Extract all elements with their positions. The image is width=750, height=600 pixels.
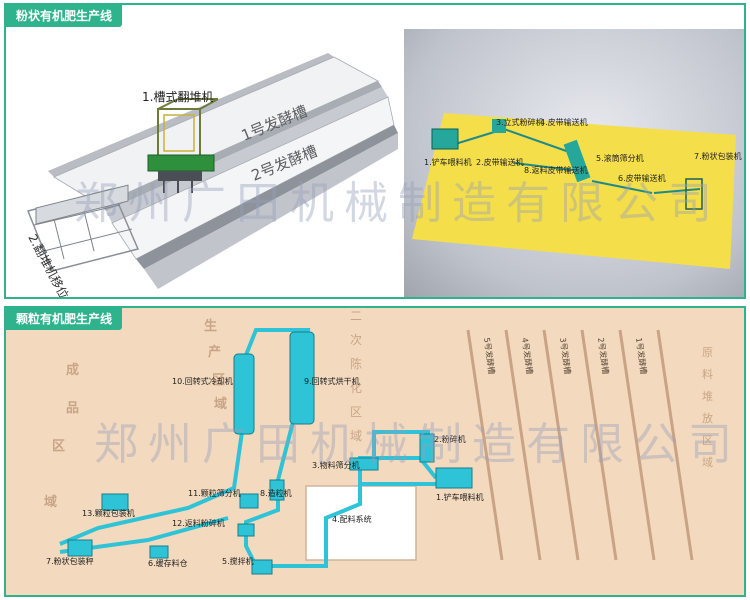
rotary-cooler	[233, 353, 255, 435]
mixer	[251, 559, 273, 575]
label-turner: 1.槽式翻堆机	[142, 90, 213, 104]
zone-secondary-label: 二 次 陈 化 区 域	[350, 309, 362, 443]
svg-text:化: 化	[350, 381, 362, 395]
conveyor-lines	[451, 128, 701, 194]
label-transfer-cart: 2.翻堆机移位车	[25, 231, 77, 297]
label-b4: 4.配料系统	[332, 514, 372, 524]
label-r6: 6.皮带输送机	[618, 173, 666, 183]
tank-label-4: 4号发酵槽	[520, 337, 535, 375]
svg-text:陈: 陈	[350, 356, 362, 371]
granule-packer	[101, 493, 129, 511]
label-b10: 10.回转式冷却机	[172, 376, 233, 386]
label-r2: 2.皮带输送机	[476, 157, 524, 167]
svg-text:品: 品	[66, 401, 79, 416]
label-b11: 11.颗粒筛分机	[188, 488, 241, 498]
trough-turner-machine	[147, 98, 219, 193]
label-r8: 8.返料皮带输送机	[524, 165, 588, 175]
label-b7: 7.粉状包装秤	[46, 556, 94, 566]
label-b12: 12.返料粉碎机	[172, 518, 225, 528]
svg-text:料: 料	[702, 367, 713, 381]
svg-text:区: 区	[52, 439, 65, 454]
drum-screen-machine	[563, 139, 591, 183]
svg-text:区: 区	[702, 434, 713, 447]
label-r7: 7.粉状包装机	[694, 151, 742, 161]
powder-line-svg: 3.立式粉碎机 4.皮带输送机 1.铲车喂料机 2.皮带输送机 8.返料皮带输送…	[412, 113, 742, 269]
rotary-dryer	[289, 331, 315, 425]
buffer-silo	[149, 545, 169, 559]
loader-feeder-machine	[431, 128, 459, 150]
tank-wall-front-face	[144, 133, 398, 289]
label-b5: 5.搅拌机	[222, 556, 254, 566]
tank-wall-middle-side	[106, 87, 388, 223]
svg-text:放: 放	[702, 411, 713, 425]
label-b2: 2.粉碎机	[434, 434, 466, 444]
granule-screener	[239, 493, 259, 509]
label-r5: 5.滚筒筛分机	[596, 153, 644, 163]
granular-line-panel: 颗粒有机肥生产线 成 品 区 域 生 产 区 域 二 次 陈 化 区 域	[4, 306, 746, 597]
powder-line-panel: 粉状有机肥生产线	[4, 3, 746, 299]
tank-label-2: 2号发酵槽	[596, 337, 611, 375]
label-b13: 13.颗粒包装机	[82, 508, 135, 518]
powder-line-render: 3.立式粉碎机 4.皮带输送机 1.铲车喂料机 2.皮带输送机 8.返料皮带输送…	[404, 29, 744, 297]
label-r1: 1.铲车喂料机	[424, 157, 472, 167]
fermentation-tank-svg: 1.槽式翻堆机 1号发酵槽 2号发酵槽 2.翻堆机移位车	[25, 53, 398, 297]
svg-text:次: 次	[350, 333, 362, 347]
loader-feeder	[435, 467, 473, 489]
granulator	[269, 479, 285, 501]
svg-text:域: 域	[44, 494, 57, 510]
svg-text:原: 原	[702, 346, 713, 359]
vertical-crusher-machine	[492, 119, 506, 133]
svg-text:区: 区	[212, 373, 225, 388]
svg-text:堆: 堆	[702, 390, 713, 403]
tank-label-5: 5号发酵槽	[482, 337, 497, 375]
label-b3: 3.物料筛分机	[312, 460, 360, 470]
label-b8: 8.造粒机	[260, 488, 292, 498]
granular-line-layout: 成 品 区 域 生 产 区 域 二 次 陈 化 区 域 原 料	[8, 308, 744, 595]
powder-packing-scale	[67, 539, 93, 557]
label-r3: 3.立式粉碎机	[496, 117, 544, 127]
tank-label-1: 1号发酵槽	[634, 337, 649, 375]
svg-text:二: 二	[350, 309, 362, 323]
granular-line-title: 颗粒有机肥生产线	[6, 308, 123, 330]
label-r4: 4.皮带输送机	[540, 117, 588, 127]
machine-labels: 2.粉碎机 3.物料筛分机 1.铲车喂料机 4.配料系统 5.搅拌机 6.缓存料…	[46, 376, 484, 568]
tank-wall-front	[136, 125, 398, 269]
fermentation-tank-illustration: 1.槽式翻堆机 1号发酵槽 2号发酵槽 2.翻堆机移位车	[8, 29, 400, 297]
zone-production-label: 生 产 区 域	[204, 318, 227, 412]
label-b6: 6.缓存料仓	[148, 558, 188, 568]
svg-text:成: 成	[66, 362, 79, 378]
zone-raw-label: 原 料 堆 放 区 域	[702, 346, 713, 469]
granular-line-svg: 成 品 区 域 生 产 区 域 二 次 陈 化 区 域 原 料	[44, 309, 713, 575]
machine-blocks	[67, 331, 473, 575]
powder-line-title: 粉状有机肥生产线	[6, 5, 123, 27]
crusher	[419, 433, 435, 463]
tank-label-3: 3号发酵槽	[558, 337, 573, 375]
svg-text:区: 区	[350, 405, 362, 419]
fermentation-tank-walls	[466, 329, 694, 561]
svg-text:产: 产	[208, 344, 221, 360]
powder-packer-machine	[685, 178, 703, 210]
transfer-cart	[26, 184, 140, 272]
svg-text:域: 域	[214, 396, 227, 412]
svg-text:域: 域	[350, 429, 362, 443]
svg-text:域: 域	[702, 456, 713, 469]
zone-product-label: 成 品 区 域	[44, 362, 79, 510]
label-b1: 1.铲车喂料机	[436, 492, 484, 502]
svg-text:生: 生	[204, 318, 217, 334]
yellow-floor	[412, 113, 736, 269]
label-b9: 9.回转式烘干机	[304, 376, 360, 386]
material-screener	[349, 457, 379, 471]
return-crusher	[237, 523, 255, 537]
